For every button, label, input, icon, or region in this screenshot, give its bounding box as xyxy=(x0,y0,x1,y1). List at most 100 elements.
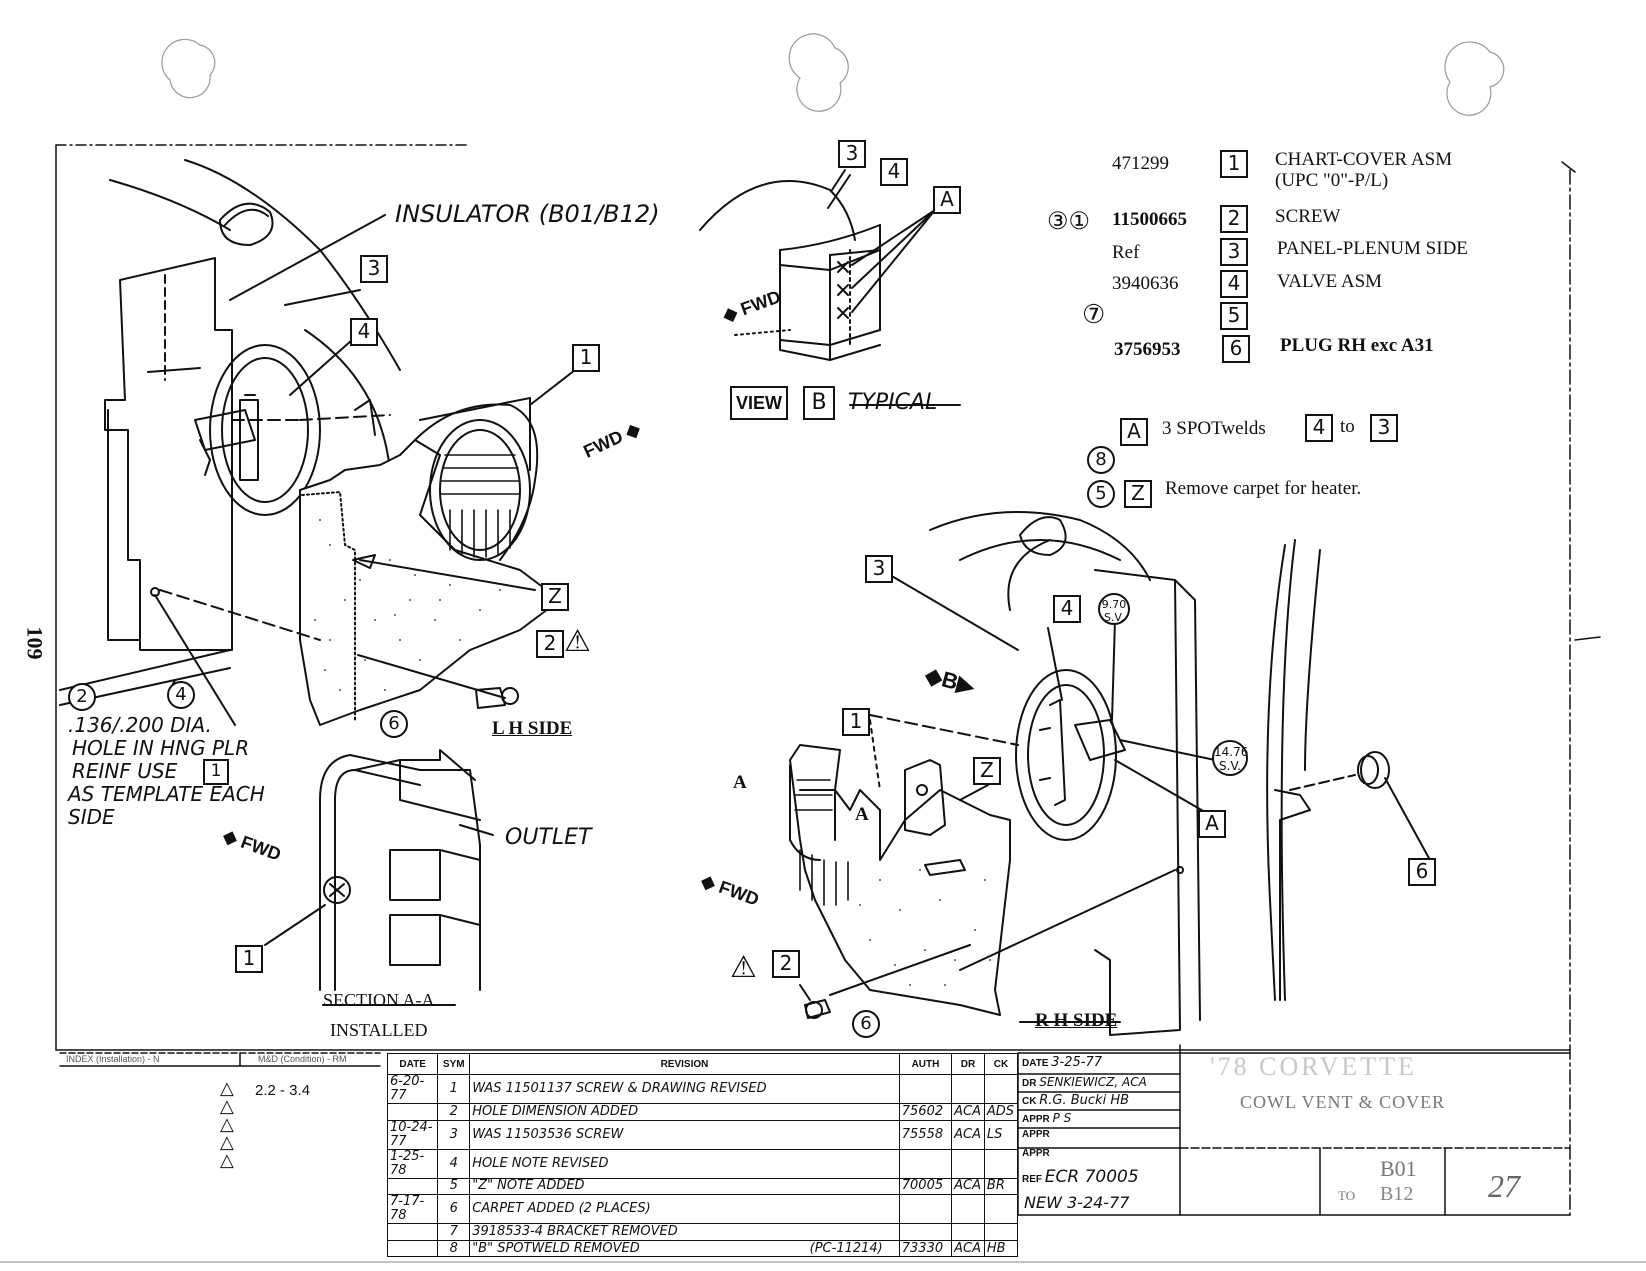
note-8-circle: 8 xyxy=(1087,446,1115,474)
rev-date xyxy=(386,1223,439,1241)
parts-row-6-key: 6 xyxy=(1222,335,1250,363)
rev-text-main: "B" SPOTWELD REMOVED xyxy=(472,1240,640,1256)
sv-970-value: 9.70 xyxy=(1101,598,1127,611)
rh-side-label: R H SIDE xyxy=(1035,1010,1118,1031)
rev-dr: ACA xyxy=(951,1177,985,1196)
lh-carpet-stipple xyxy=(314,519,501,691)
rh-callout-2: 2 xyxy=(772,950,800,978)
revision-table: DATE SYM REVISION AUTH DR CK 6-20-77 1 W… xyxy=(386,1053,1019,1258)
page-number: 109 xyxy=(22,626,48,660)
warning-triangle-icon: ⚠ xyxy=(564,624,591,659)
rev-date xyxy=(386,1103,439,1121)
lh-side-label: L H SIDE xyxy=(492,718,573,739)
lh-callout-circle-2: 2 xyxy=(68,683,96,711)
rev-ck xyxy=(983,1194,1019,1225)
rev-sym: 7 xyxy=(437,1223,471,1241)
sv-970-unit: S.V. xyxy=(1103,611,1125,624)
section-subtitle: INSTALLED xyxy=(330,1020,428,1040)
date-label: DATE xyxy=(1022,1058,1049,1069)
parts-row-5-callout: ⑦ xyxy=(1082,300,1106,329)
view-b-drawing xyxy=(699,169,961,406)
parts-row-1-part-no: 471299 xyxy=(1112,153,1169,174)
view-b-word: VIEW xyxy=(736,393,783,413)
rev-text-main: 3918533-4 BRACKET REMOVED xyxy=(472,1223,678,1239)
delta-icon: △ xyxy=(220,1132,234,1153)
rev-auth: 70005 xyxy=(898,1177,953,1196)
title-block-lines xyxy=(59,1044,1571,1216)
note-z-circle: 5 xyxy=(1087,480,1115,508)
parts-row-2-key: 2 xyxy=(1220,205,1248,233)
col-ck: CK xyxy=(983,1053,1019,1075)
parts-row-3-part-no: Ref xyxy=(1112,242,1140,263)
ref-value: ECR 70005 xyxy=(1044,1167,1139,1187)
rev-sym: 3 xyxy=(437,1119,471,1150)
table-row: 10-24-77 3 WAS 11503536 SCREW 75558 ACA … xyxy=(386,1119,1019,1150)
lh-callout-6: 6 xyxy=(380,710,408,738)
rev-dr: ACA xyxy=(951,1119,985,1150)
rh-callout-1: 1 xyxy=(842,708,870,736)
rh-callout-6: 6 xyxy=(1408,858,1436,886)
rev-text: HOLE DIMENSION ADDED xyxy=(469,1103,900,1121)
rev-dr: ACA xyxy=(951,1239,985,1258)
rev-auth xyxy=(898,1148,953,1179)
rev-dr xyxy=(951,1194,985,1225)
rev-auth: 75602 xyxy=(898,1103,953,1121)
new-field: NEW 3-24-77 xyxy=(1024,1193,1129,1212)
parts-row-6-description: PLUG RH exc A31 xyxy=(1280,335,1434,356)
revision-delta-icons: △ △ △ △ △ xyxy=(220,1080,234,1170)
appr1-field: APPR P S xyxy=(1022,1111,1071,1125)
rev-ck xyxy=(983,1223,1019,1241)
section-callout-1: 1 xyxy=(235,945,263,973)
parts-row-2-part-no: 11500665 xyxy=(1112,209,1187,230)
rh-callout-z: Z xyxy=(973,757,1001,785)
col-date: DATE xyxy=(386,1053,439,1075)
hole-note-line-5: SIDE xyxy=(68,805,115,829)
rev-text: CARPET ADDED (2 PLACES) xyxy=(469,1194,900,1225)
rev-ck xyxy=(983,1074,1019,1104)
lh-callout-z: Z xyxy=(541,583,569,611)
new-value: NEW 3-24-77 xyxy=(1024,1193,1130,1212)
rev-text: WAS 11501137 SCREW & DRAWING REVISED xyxy=(469,1074,900,1104)
parts-row-4-part-no: 3940636 xyxy=(1112,273,1179,294)
rev-text-main: WAS 11503536 SCREW xyxy=(472,1126,624,1142)
rev-date: 6-20-77 xyxy=(386,1074,439,1104)
parts-row-1-description-2: (UPC "0"-P/L) xyxy=(1275,170,1389,191)
rev-ck xyxy=(983,1148,1019,1179)
rev-auth xyxy=(898,1223,953,1241)
rev-dr: ACA xyxy=(951,1103,985,1121)
table-row: 6-20-77 1 WAS 11501137 SCREW & DRAWING R… xyxy=(386,1074,1019,1104)
dr-field: DR SENKIEWICZ, ACA xyxy=(1022,1075,1147,1089)
section-title: SECTION A-A xyxy=(323,990,435,1010)
col-auth: AUTH xyxy=(898,1053,953,1075)
rh-section-a-left: A xyxy=(733,772,747,793)
lh-callout-1: 1 xyxy=(572,344,600,372)
view-b-callout-4: 4 xyxy=(880,158,908,186)
lh-callout-circle-4: 4 xyxy=(167,681,195,709)
model-faint-text: '78 CORVETTE xyxy=(1210,1052,1417,1081)
rh-callout-3: 3 xyxy=(865,555,893,583)
rev-text-main: WAS 11501137 SCREW & DRAWING REVISED xyxy=(472,1081,767,1096)
rev-text: "B" SPOTWELD REMOVED(PC-11214) xyxy=(469,1239,900,1258)
rev-dr xyxy=(951,1223,985,1241)
ck-field: CK R.G. Bucki HB xyxy=(1022,1093,1129,1108)
view-b-callout-a: A xyxy=(933,186,961,214)
series-from: B01 xyxy=(1380,1156,1417,1181)
rh-louvers xyxy=(794,779,849,906)
appr1-value: P S xyxy=(1052,1111,1072,1125)
parts-row-5-key: 5 xyxy=(1220,302,1248,330)
table-row: 7 3918533-4 BRACKET REMOVED xyxy=(386,1223,1019,1241)
hole-note-line-2: HOLE IN HNG PLR xyxy=(72,736,250,760)
table-row: 7-17-78 6 CARPET ADDED (2 PLACES) xyxy=(386,1194,1019,1225)
rh-callout-a: A xyxy=(1198,810,1226,838)
rh-warning-triangle-icon: ⚠ xyxy=(730,950,757,985)
delta-icon: △ xyxy=(220,1114,234,1135)
rh-sv-970: 9.70 S.V. xyxy=(1098,593,1130,625)
ck-label: CK xyxy=(1022,1096,1037,1107)
rev-auth: 75558 xyxy=(898,1119,953,1150)
col-revision: REVISION xyxy=(469,1053,900,1075)
index-ref-value: 2.2 - 3.4 xyxy=(255,1082,311,1099)
parts-row-4-description: VALVE ASM xyxy=(1277,271,1383,292)
rev-ck: ADS xyxy=(983,1103,1019,1121)
hole-note-line-4: AS TEMPLATE EACH xyxy=(68,782,265,806)
